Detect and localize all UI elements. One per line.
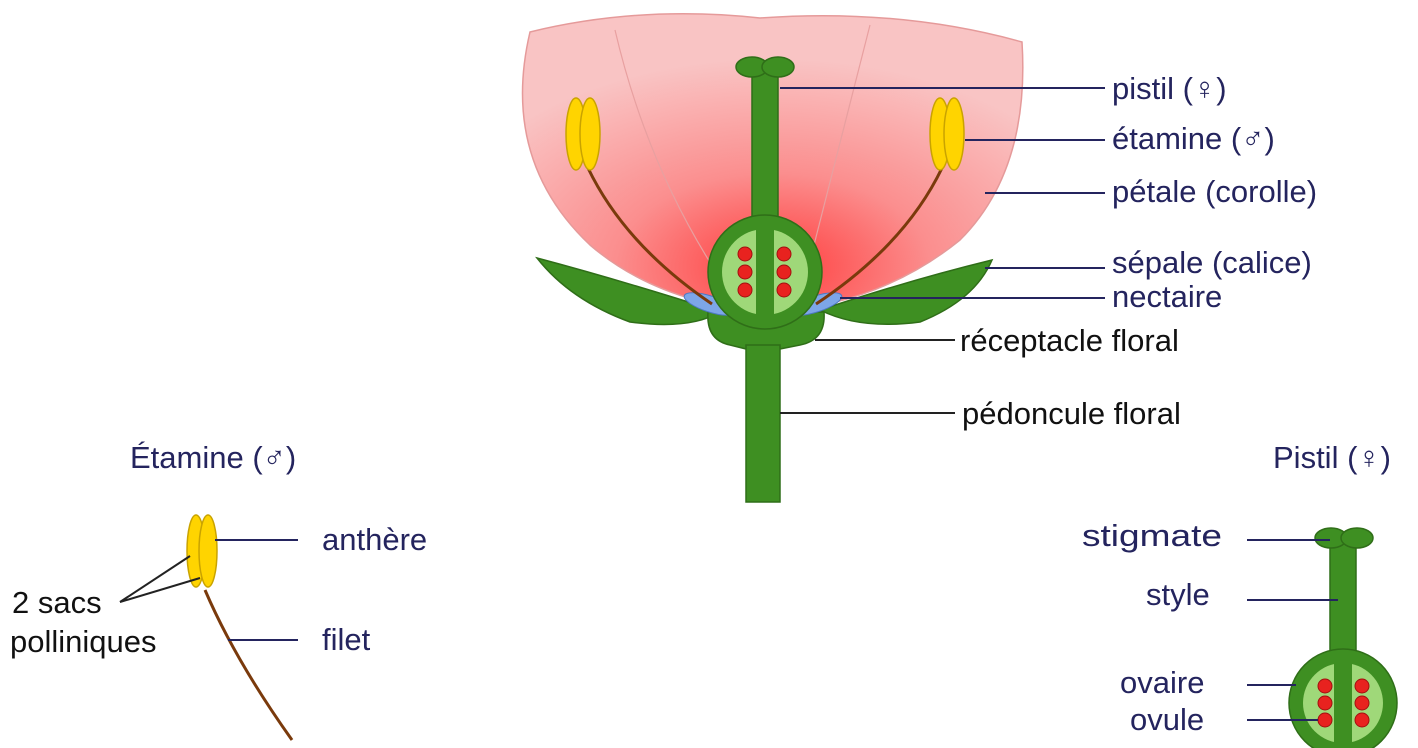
stamen-detail-title: Étamine (♂) — [130, 440, 296, 475]
label-nectaire: nectaire — [1112, 279, 1222, 314]
peduncle — [746, 345, 780, 502]
pistil-detail: Pistil (♀) stigmate style ovaire ovule — [1082, 440, 1397, 748]
label-style: style — [1146, 577, 1210, 612]
label-ovule: ovule — [1130, 702, 1204, 737]
anther-right — [930, 98, 964, 170]
label-pedoncule: pédoncule floral — [962, 396, 1181, 431]
label-sacs-line1: 2 sacs — [12, 585, 102, 620]
label-anthere: anthère — [322, 522, 427, 557]
stamen-detail: Étamine (♂) anthère filet 2 sacs pollini… — [10, 440, 427, 740]
label-ovaire: ovaire — [1120, 665, 1204, 700]
pistil-detail-title: Pistil (♀) — [1273, 440, 1391, 475]
label-pistil: pistil (♀) — [1112, 71, 1227, 106]
stamen-detail-filament — [205, 590, 292, 740]
label-receptacle: réceptacle floral — [960, 323, 1179, 358]
label-filet: filet — [322, 622, 371, 657]
label-petale: pétale (corolle) — [1112, 174, 1317, 209]
label-sacs-line2: polliniques — [10, 624, 157, 659]
label-sepale: sépale (calice) — [1112, 245, 1312, 280]
label-stigmate: stigmate — [1082, 518, 1222, 553]
label-etamine: étamine (♂) — [1112, 121, 1275, 156]
anther-left — [566, 98, 600, 170]
